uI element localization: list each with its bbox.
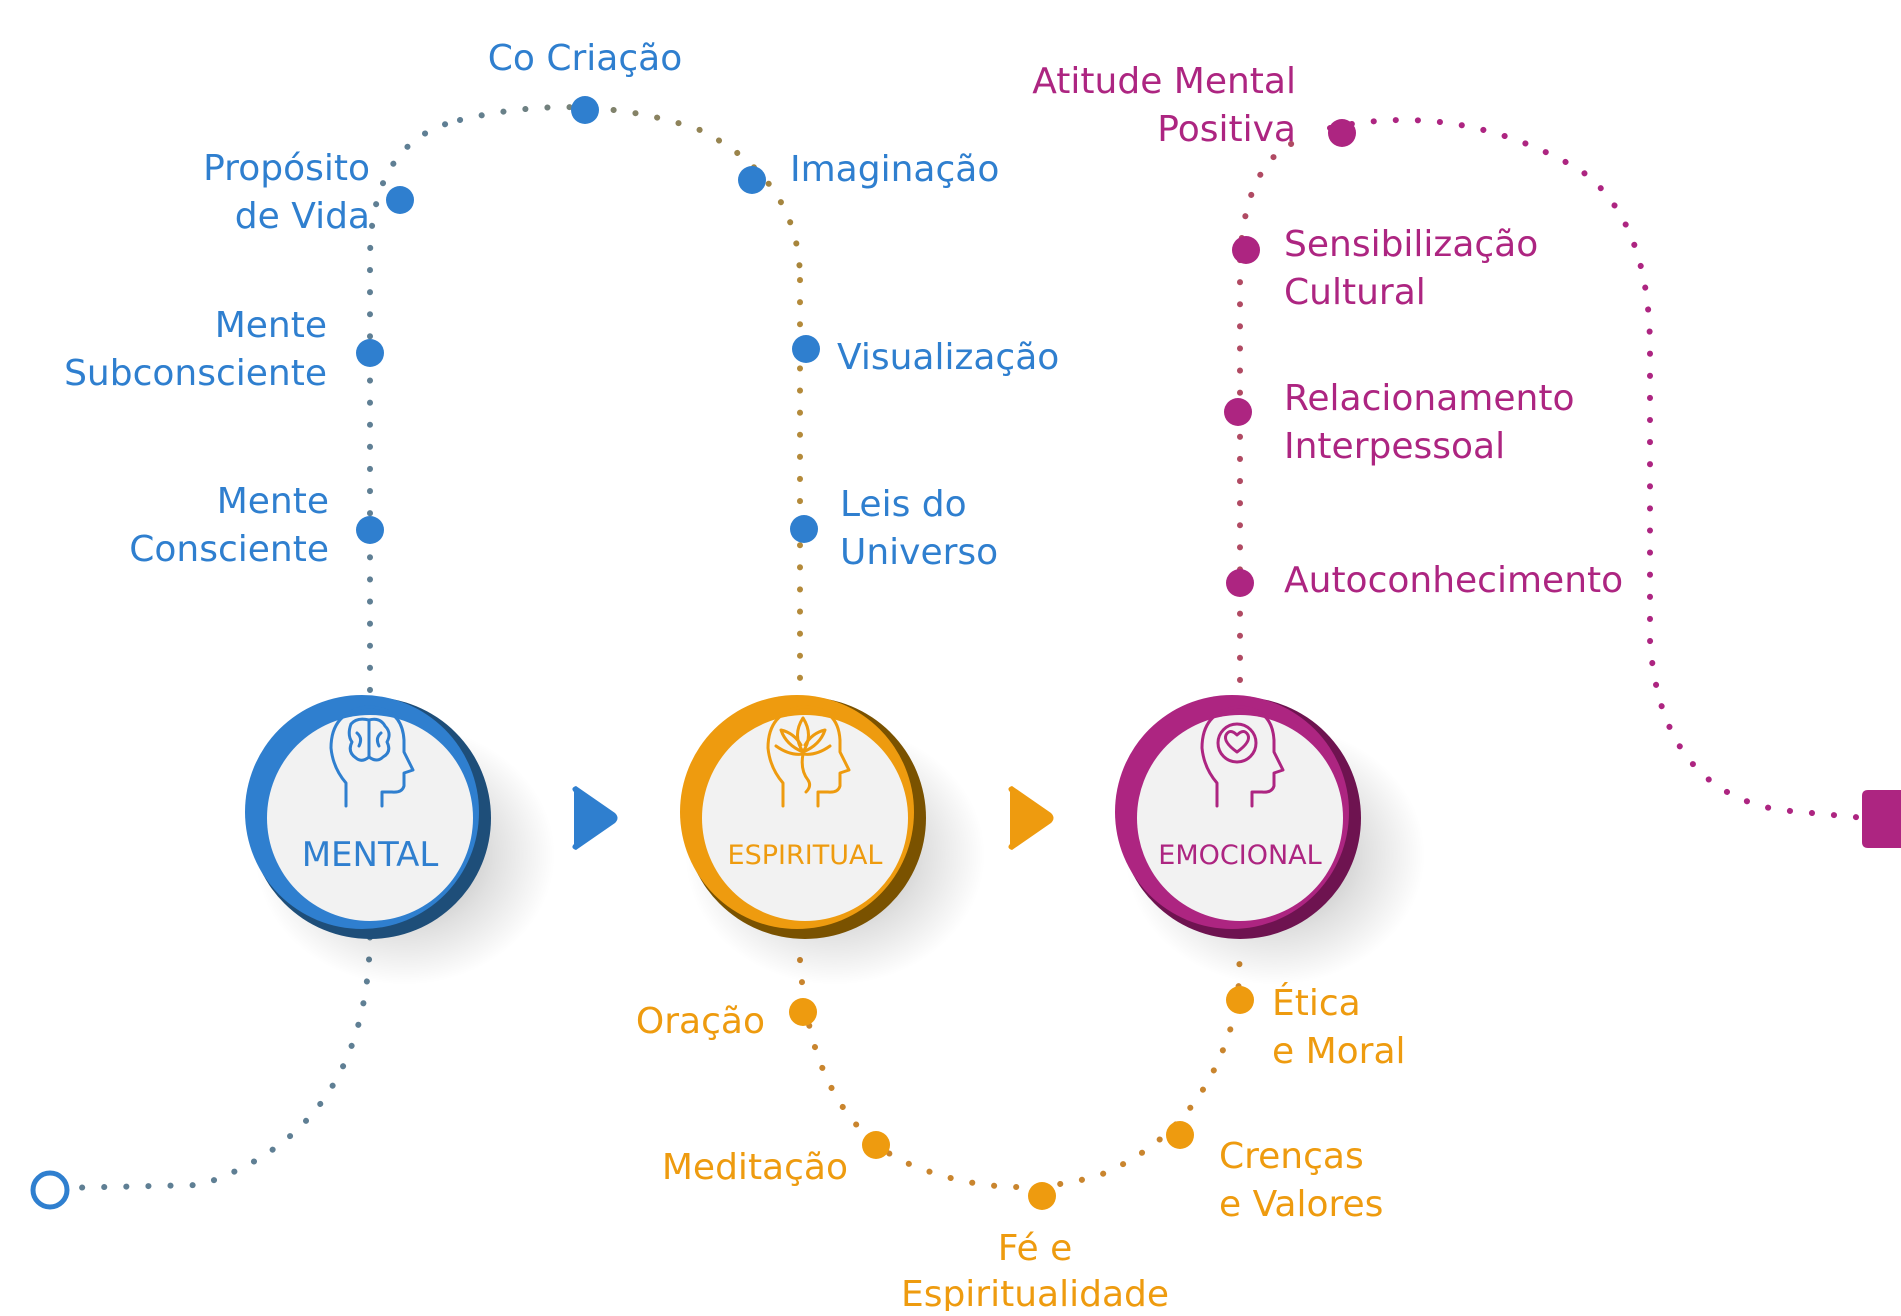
pillar-emocional-label: EMOCIONAL [1158, 840, 1321, 871]
dot-crencas [1166, 1121, 1194, 1149]
pillar-espiritual-label: ESPIRITUAL [728, 840, 883, 871]
label-relacionamento-line2: Interpessoal [1284, 426, 1505, 467]
dot-consciente [356, 516, 384, 544]
dot-autoconhecimento [1226, 569, 1254, 597]
dot-subconsciente [356, 339, 384, 367]
heart-head-icon [1200, 705, 1285, 808]
label-fe-line2: Espiritualidade [901, 1274, 1169, 1311]
label-etica-line2: e Moral [1272, 1031, 1406, 1072]
dot-leis [790, 515, 818, 543]
dot-oracao [789, 998, 817, 1026]
dot-sensibilizacao [1232, 236, 1260, 264]
dot-etica [1226, 986, 1254, 1014]
label-consciente-line2: Consciente [129, 529, 329, 570]
path-segment-arch-magenta [1327, 117, 1868, 821]
label-oracao: Oração [636, 1001, 765, 1042]
label-proposito-line1: Propósito [203, 148, 370, 189]
dot-proposito [386, 186, 414, 214]
dot-imaginacao [738, 166, 766, 194]
pillar-mental: MENTAL [245, 695, 555, 985]
label-visualizacao: Visualização [837, 337, 1059, 378]
dot-co-criacao [571, 96, 599, 124]
pillar-emocional: EMOCIONAL [1115, 695, 1425, 985]
label-leis-line1: Leis do [840, 484, 967, 525]
label-crencas-line1: Crenças [1219, 1136, 1364, 1177]
label-meditacao: Meditação [662, 1147, 848, 1188]
end-arrow-icon [1862, 790, 1901, 848]
label-subconsciente-line2: Subconsciente [64, 353, 327, 394]
lotus-head-icon [766, 705, 851, 808]
pillar-mental-label: MENTAL [302, 835, 439, 875]
dot-relacionamento [1224, 398, 1252, 426]
label-co-criacao: Co Criação [488, 38, 682, 79]
label-fe-line1: Fé e [998, 1228, 1072, 1269]
dot-meditacao [862, 1131, 890, 1159]
label-sensibilizacao-line2: Cultural [1284, 272, 1426, 313]
dotted-path [57, 104, 1868, 1191]
label-atitude-line1: Atitude Mental [1032, 61, 1296, 102]
path-segment-mental [367, 117, 463, 693]
start-ring [30, 1170, 70, 1210]
arrow-espiritual-to-emocional-icon [1008, 786, 1054, 850]
pillar-espiritual: ESPIRITUAL [680, 695, 985, 985]
label-crencas-line2: e Valores [1219, 1184, 1383, 1225]
milestone-dots [356, 96, 1356, 1210]
milestone-labels: Co Criação Propósito de Vida Mente Subco… [64, 38, 1623, 1315]
label-imaginacao: Imaginação [790, 149, 999, 190]
arrow-mental-to-espiritual-icon [572, 786, 618, 850]
label-relacionamento-line1: Relacionamento [1284, 378, 1574, 419]
label-proposito-line2: de Vida [235, 196, 370, 237]
label-subconsciente-line1: Mente [215, 305, 327, 346]
label-autoconhecimento: Autoconhecimento [1284, 560, 1623, 601]
label-consciente-line1: Mente [217, 481, 329, 522]
brain-head-icon [329, 705, 415, 808]
dot-atitude [1328, 119, 1356, 147]
label-atitude-line2: Positiva [1157, 109, 1296, 150]
label-sensibilizacao-line1: Sensibilização [1284, 224, 1538, 265]
label-etica-line1: Ética [1272, 982, 1361, 1024]
path-segment-arch-blue [457, 104, 803, 283]
dot-visualizacao [792, 335, 820, 363]
dot-fe [1028, 1182, 1056, 1210]
label-leis-line2: Universo [840, 532, 998, 573]
